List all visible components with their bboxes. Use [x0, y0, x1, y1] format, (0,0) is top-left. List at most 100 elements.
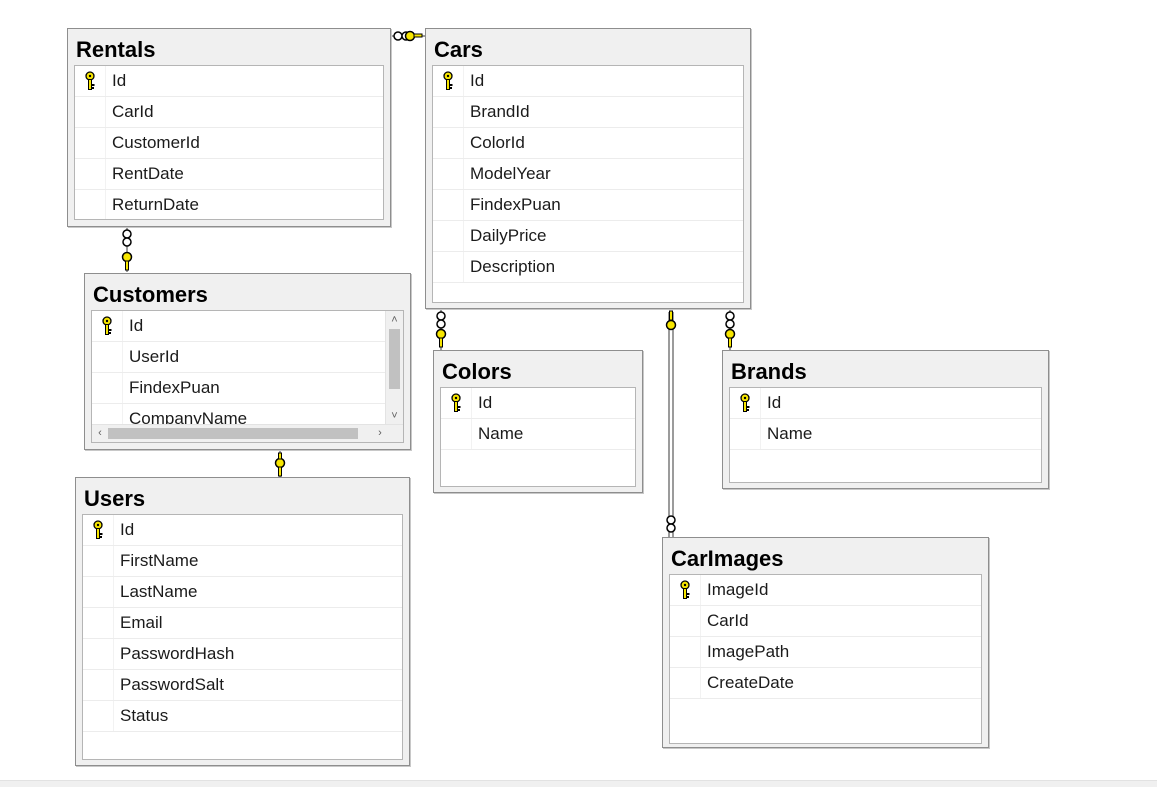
row-selector[interactable]: [83, 577, 114, 607]
relationship-rentals-cars[interactable]: [392, 30, 425, 42]
row-selector[interactable]: [433, 221, 464, 251]
row-selector[interactable]: [433, 159, 464, 189]
column-row[interactable]: RentDate: [75, 159, 383, 190]
horizontal-scrollbar[interactable]: ‹ ›: [92, 424, 403, 442]
row-selector[interactable]: [433, 252, 464, 282]
relationship-cars-carimages[interactable]: [665, 310, 677, 538]
table-title: Customers: [93, 282, 208, 307]
column-name: Status: [120, 706, 169, 725]
many-end-infinity-icon: [725, 311, 735, 329]
column-row[interactable]: FirstName: [83, 546, 402, 577]
column-row[interactable]: CarId: [670, 606, 981, 637]
column-name: PasswordSalt: [120, 675, 224, 694]
row-selector[interactable]: [92, 373, 123, 403]
row-selector[interactable]: [433, 66, 464, 96]
row-selector[interactable]: [83, 670, 114, 700]
relationship-cars-colors[interactable]: [435, 310, 447, 350]
row-selector[interactable]: [83, 701, 114, 731]
row-selector[interactable]: [83, 515, 114, 545]
column-row[interactable]: Id: [433, 66, 743, 97]
column-row[interactable]: ModelYear: [433, 159, 743, 190]
scroll-down-icon[interactable]: ˅: [391, 410, 398, 422]
row-selector[interactable]: [75, 97, 106, 127]
row-selector[interactable]: [83, 639, 114, 669]
row-selector[interactable]: [433, 190, 464, 220]
row-selector[interactable]: [441, 388, 472, 418]
row-selector[interactable]: [433, 128, 464, 158]
column-row[interactable]: CustomerId: [75, 128, 383, 159]
row-selector[interactable]: [730, 419, 761, 449]
column-name: BrandId: [470, 102, 530, 121]
row-selector[interactable]: [433, 97, 464, 127]
one-end-key-icon: [404, 30, 423, 42]
column-row[interactable]: CarId: [75, 97, 383, 128]
row-selector[interactable]: [670, 606, 701, 636]
column-row[interactable]: ImagePath: [670, 637, 981, 668]
column-row[interactable]: Id: [730, 388, 1041, 419]
column-row[interactable]: LastName: [83, 577, 402, 608]
column-row[interactable]: Email: [83, 608, 402, 639]
primary-key-icon: [100, 316, 114, 341]
row-selector[interactable]: [670, 637, 701, 667]
row-selector[interactable]: [83, 546, 114, 576]
column-row[interactable]: Name: [730, 419, 1041, 450]
column-row[interactable]: Id: [441, 388, 635, 419]
column-row[interactable]: DailyPrice: [433, 221, 743, 252]
column-row[interactable]: PasswordHash: [83, 639, 402, 670]
relationship-rentals-customers[interactable]: [121, 228, 133, 272]
column-name: PasswordHash: [120, 644, 235, 663]
one-end-key-icon: [435, 328, 447, 348]
scroll-up-icon[interactable]: ˄: [391, 314, 398, 326]
column-row[interactable]: BrandId: [433, 97, 743, 128]
column-row[interactable]: Description: [433, 252, 743, 283]
row-selector[interactable]: [75, 128, 106, 158]
column-row[interactable]: CreateDate: [670, 668, 981, 699]
column-name: Name: [478, 424, 524, 443]
column-row[interactable]: FindexPuan: [433, 190, 743, 221]
column-row[interactable]: ImageId: [670, 575, 981, 606]
column-row[interactable]: Status: [83, 701, 402, 732]
vertical-scrollbar[interactable]: ˄ ˅: [385, 311, 403, 442]
column-row[interactable]: UserId: [92, 342, 403, 373]
bottom-scroll-strip: [0, 780, 1157, 787]
row-selector[interactable]: [441, 419, 472, 449]
row-selector[interactable]: [92, 311, 123, 341]
row-selector[interactable]: [75, 66, 106, 96]
row-selector[interactable]: [75, 159, 106, 189]
column-row[interactable]: ReturnDate: [75, 190, 383, 219]
row-selector[interactable]: [670, 575, 701, 605]
column-row[interactable]: FindexPuan: [92, 373, 403, 404]
column-row[interactable]: Id: [83, 515, 402, 546]
relationship-customers-users[interactable]: [274, 450, 286, 478]
scroll-right-icon[interactable]: ›: [378, 427, 382, 439]
relationship-cars-brands[interactable]: [724, 310, 736, 350]
column-row[interactable]: PasswordSalt: [83, 670, 402, 701]
column-name: FirstName: [120, 551, 199, 570]
row-selector[interactable]: [83, 608, 114, 638]
one-end-key-icon: [274, 452, 286, 477]
column-name: CarId: [707, 611, 749, 630]
row-selector[interactable]: [730, 388, 761, 418]
column-row[interactable]: Id: [75, 66, 383, 97]
scroll-thumb[interactable]: [389, 329, 400, 389]
column-row[interactable]: Id: [92, 311, 403, 342]
scroll-left-icon[interactable]: ‹: [98, 427, 102, 439]
scroll-thumb[interactable]: [108, 428, 358, 439]
column-row[interactable]: Name: [441, 419, 635, 450]
row-selector[interactable]: [92, 342, 123, 372]
column-name: DailyPrice: [470, 226, 547, 245]
row-selector[interactable]: [670, 668, 701, 698]
column-name: FindexPuan: [470, 195, 561, 214]
column-row[interactable]: ColorId: [433, 128, 743, 159]
row-selector[interactable]: [75, 190, 106, 219]
